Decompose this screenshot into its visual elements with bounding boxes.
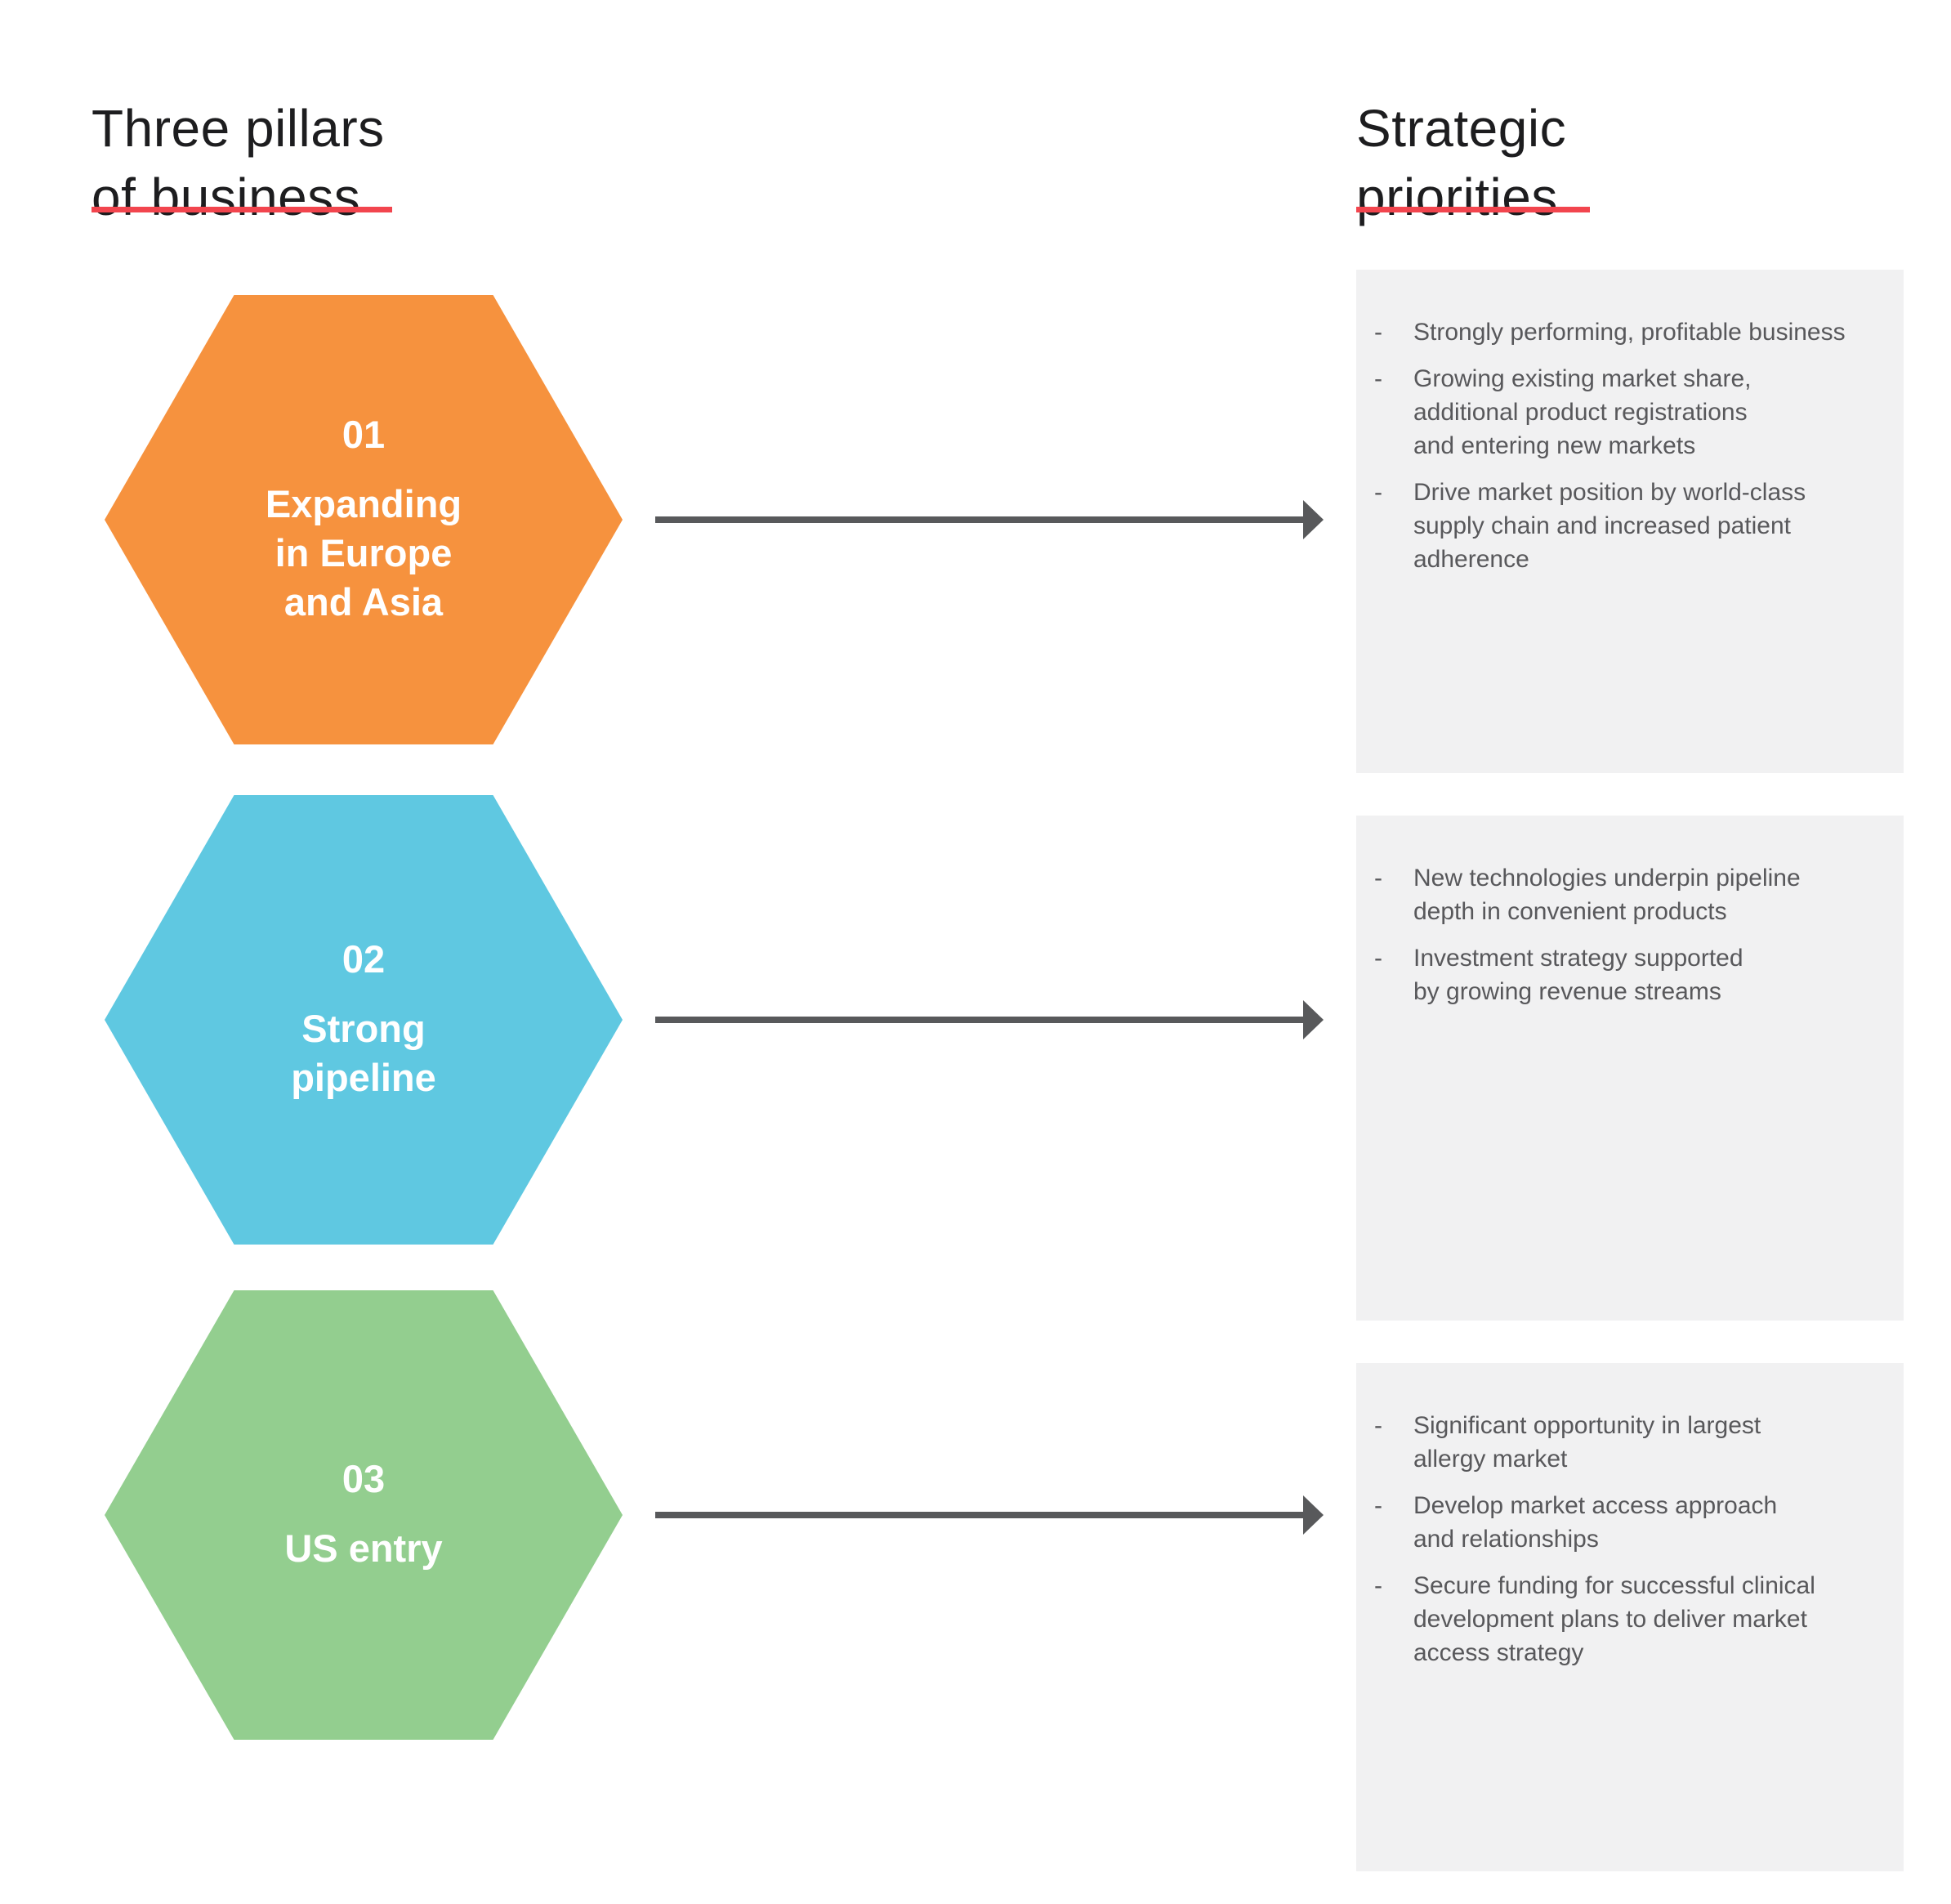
left-column-title: Three pillars of business [92,98,385,226]
arrow-shaft [655,1512,1304,1518]
bullet-text: Strongly performing, profitable business [1413,319,1846,346]
bullet-dash: - [1374,479,1382,506]
left-title-underline [92,207,392,212]
bullet-text: Growing existing market share, additiona… [1413,365,1752,459]
bullet-dash: - [1374,319,1382,346]
bullet-dash: - [1374,865,1382,892]
priority-panel-2: - New technologies underpin pipeline dep… [1356,816,1904,1321]
arrow-shaft [655,516,1304,523]
right-column-title: Strategic priorities [1356,98,1567,226]
arrow-head-icon [1303,500,1324,539]
right-title-underline [1356,207,1590,212]
pillar-hexagon-03: 03 US entry [105,1290,623,1740]
bullet-item: - Drive market position by world-class s… [1374,476,1882,576]
bullet-dash: - [1374,945,1382,972]
pillar-label: Expanding in Europe and Asia [265,482,462,623]
bullet-dash: - [1374,365,1382,392]
connector-arrow-3 [655,1495,1324,1535]
bullet-dash: - [1374,1412,1382,1439]
bullet-item: - Growing existing market share, additio… [1374,362,1882,463]
bullet-dash: - [1374,1572,1382,1599]
pillar-number: 03 [342,1457,386,1500]
arrow-shaft [655,1017,1304,1023]
bullet-text: Develop market access approach and relat… [1413,1492,1778,1553]
pillar-number: 01 [342,413,386,456]
bullet-text: Drive market position by world-class sup… [1413,479,1806,573]
bullet-item: - Significant opportunity in largest all… [1374,1409,1882,1476]
bullet-text: Secure funding for successful clinical d… [1413,1572,1815,1666]
connector-arrow-2 [655,1000,1324,1039]
pillar-label: US entry [284,1526,443,1570]
bullet-item: - Develop market access approach and rel… [1374,1489,1882,1556]
bullet-dash: - [1374,1492,1382,1519]
arrow-head-icon [1303,1000,1324,1039]
connector-arrow-1 [655,500,1324,539]
pillar-hexagon-02: 02 Strong pipeline [105,795,623,1245]
bullet-text: New technologies underpin pipeline depth… [1413,865,1801,925]
bullet-text: Significant opportunity in largest aller… [1413,1412,1761,1473]
bullet-item: - New technologies underpin pipeline dep… [1374,861,1882,928]
priority-panel-1: - Strongly performing, profitable busine… [1356,270,1904,773]
pillar-hexagon-01: 01 Expanding in Europe and Asia [105,295,623,744]
arrow-head-icon [1303,1495,1324,1535]
pillar-label: Strong pipeline [291,1007,436,1099]
bullet-item: - Strongly performing, profitable busine… [1374,315,1882,349]
bullet-text: Investment strategy supported by growing… [1413,945,1743,1005]
pillar-number: 02 [342,937,386,981]
priority-panel-3: - Significant opportunity in largest all… [1356,1363,1904,1871]
bullet-item: - Secure funding for successful clinical… [1374,1569,1882,1669]
bullet-item: - Investment strategy supported by growi… [1374,941,1882,1008]
